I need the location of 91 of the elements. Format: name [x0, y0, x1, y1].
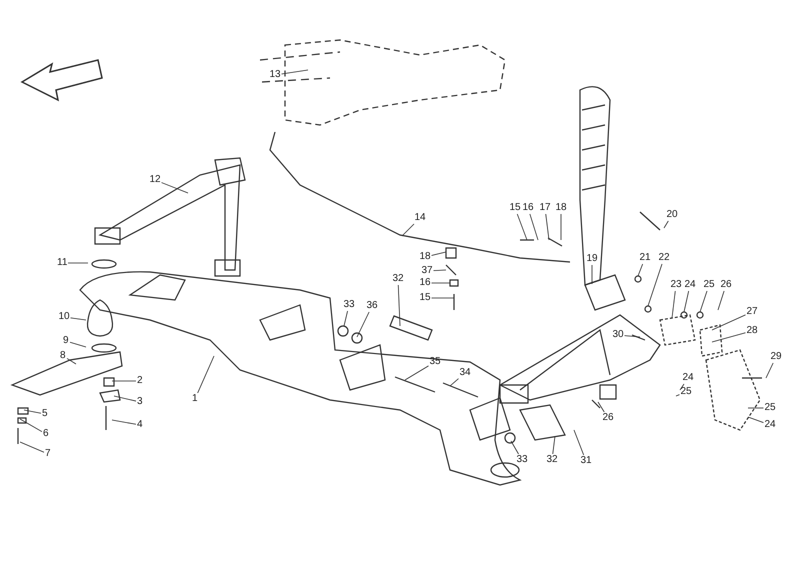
leader-line: [516, 214, 528, 240]
callout-number: 15: [420, 292, 431, 304]
callout-number: 28: [746, 325, 758, 337]
callout-number: 32: [546, 454, 558, 466]
callout-number: 18: [420, 251, 431, 263]
leader-line: [70, 342, 86, 348]
callout-number: 26: [720, 279, 732, 291]
callout-number: 29: [770, 351, 782, 363]
leader-line: [281, 70, 308, 74]
callout-number: 36: [366, 300, 378, 312]
callout-number: 37: [422, 265, 433, 277]
leader-line: [718, 290, 724, 310]
leader-line: [560, 214, 562, 240]
callout-number: 25: [764, 402, 776, 414]
callout-number: 16: [522, 202, 534, 214]
leader-line: [598, 402, 605, 412]
callout-number: 15: [510, 202, 521, 214]
leader-line: [20, 442, 44, 453]
leader-line: [748, 416, 764, 424]
leader-line: [648, 264, 662, 306]
leader-line: [402, 224, 414, 236]
callout-number: 1: [192, 393, 198, 405]
callout-number: 25: [704, 279, 715, 291]
callout-number: 33: [516, 454, 528, 466]
callout-number: 31: [580, 455, 592, 467]
callout-number: 27: [746, 306, 758, 318]
callout-number: 13: [270, 69, 281, 81]
callout-number: 23: [670, 279, 682, 291]
callout-number: 26: [602, 412, 614, 424]
leader-line: [66, 358, 76, 364]
leader-line: [766, 362, 774, 378]
callout-number: 4: [137, 419, 143, 431]
leader-line: [20, 418, 42, 432]
leader-line: [197, 356, 214, 394]
callout-number: 35: [430, 356, 441, 368]
callout-number: 6: [43, 428, 49, 440]
leader-line: [552, 436, 556, 454]
callout-number: 5: [42, 408, 48, 420]
leader-line: [574, 430, 584, 456]
callout-number: 7: [45, 448, 51, 460]
callout-number: 32: [392, 273, 404, 285]
callout-number: 33: [344, 299, 355, 311]
leader-line: [624, 335, 640, 338]
callout-number: 8: [60, 350, 66, 362]
callout-number: 22: [658, 252, 670, 264]
leader-line: [712, 332, 746, 342]
callout-number: 11: [57, 257, 68, 269]
callout-number: 20: [666, 209, 678, 221]
leader-line: [431, 252, 446, 256]
leader-line: [112, 380, 136, 382]
callout-number: 2: [137, 375, 143, 387]
leader-line: [676, 394, 680, 396]
leader-line: [161, 182, 188, 194]
callout-number: 24: [684, 279, 696, 291]
leader-line: [112, 420, 136, 425]
callout-number: 18: [556, 202, 567, 214]
leader-line: [638, 264, 644, 276]
leader-line: [510, 440, 519, 454]
leader-line: [684, 290, 690, 312]
leader-line: [529, 214, 538, 240]
leader-line: [356, 312, 370, 338]
leader-line: [70, 317, 86, 320]
callout-number: 24: [682, 372, 694, 384]
leader-line: [431, 282, 450, 284]
callout-number: 21: [640, 252, 651, 264]
leader-line: [700, 290, 708, 312]
callout-number: 14: [414, 212, 426, 224]
callout-number: 17: [540, 202, 551, 214]
leader-line: [404, 366, 429, 380]
callout-number: 34: [460, 367, 471, 379]
leader-line: [433, 270, 446, 272]
callout-number: 30: [612, 329, 624, 341]
leader-line: [680, 384, 684, 390]
leader-line: [712, 314, 746, 330]
leader-line: [114, 396, 136, 402]
leader-line: [672, 290, 676, 318]
leader-line: [398, 284, 400, 326]
callout-number: 24: [764, 419, 776, 431]
leader-line: [545, 214, 550, 240]
callout-number: 10: [58, 311, 70, 323]
callout-number: 3: [137, 396, 143, 408]
leader-line: [664, 220, 669, 228]
callout-number: 25: [680, 386, 692, 398]
callout-number: 19: [586, 253, 598, 265]
leader-line: [68, 262, 88, 264]
callout-number: 16: [420, 277, 431, 289]
leader-line: [450, 378, 459, 386]
callout-number: 9: [63, 335, 69, 347]
leader-line: [24, 410, 42, 414]
leader-line: [344, 310, 348, 326]
callout-number: 12: [150, 174, 161, 186]
